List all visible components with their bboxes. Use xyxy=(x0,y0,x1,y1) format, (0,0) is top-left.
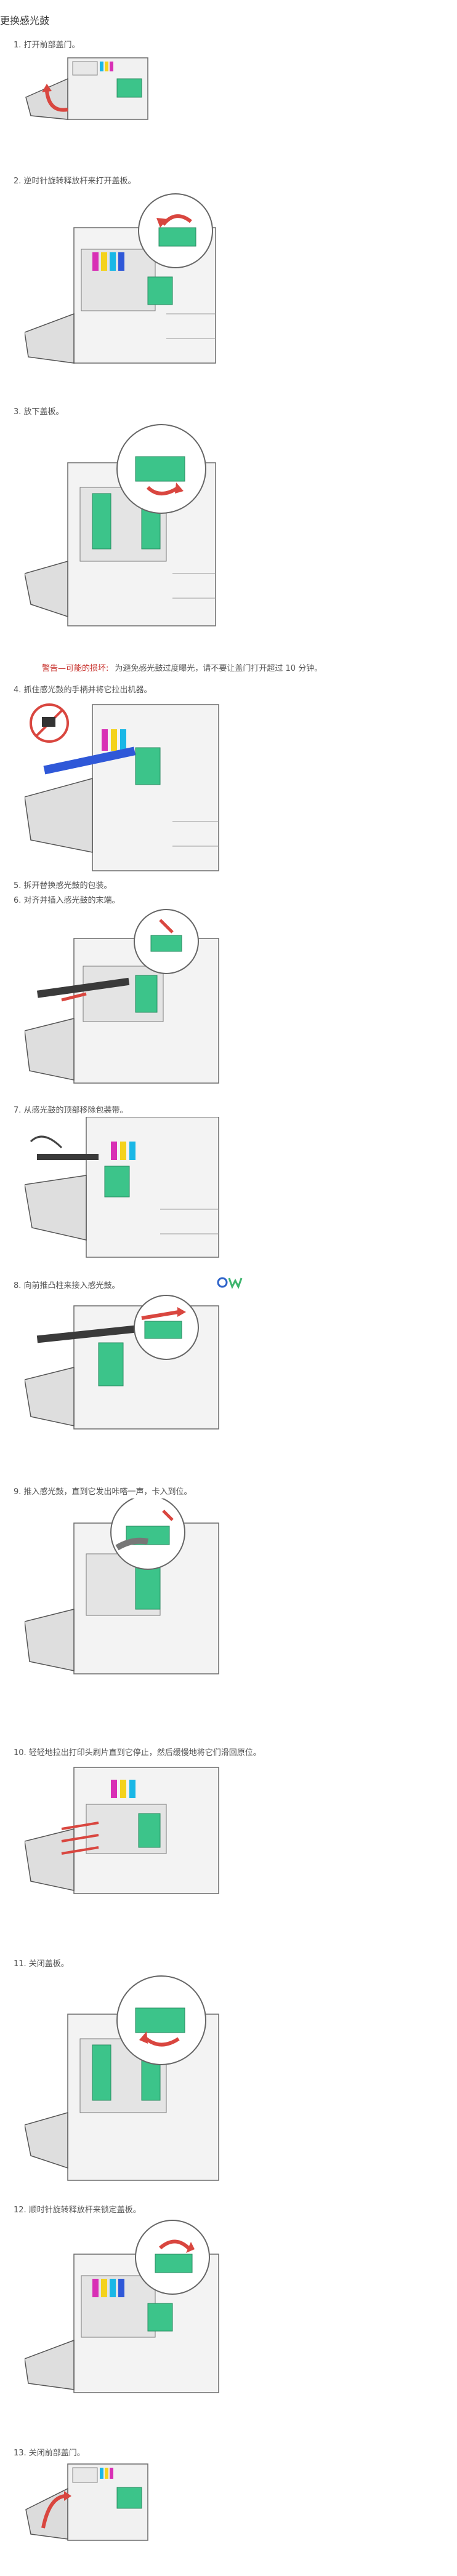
step-3-text: 3. 放下盖板。 xyxy=(14,407,64,417)
step-7-text: 7. 从感光鼓的顶部移除包装带。 xyxy=(14,1106,128,1115)
step-9-figure xyxy=(25,1498,222,1677)
page-title: 更换感光鼓 xyxy=(0,15,50,26)
step-6-text: 6. 对齐并插入感光鼓的末端。 xyxy=(14,896,120,905)
step-1-text: 1. 打开前部盖门。 xyxy=(14,41,80,50)
qw-logo xyxy=(217,1276,246,1289)
step-1-figure xyxy=(25,54,154,123)
warning-label: 警告—可能的损坏: xyxy=(42,664,109,673)
step-11-figure xyxy=(25,1971,222,2183)
step-13-figure xyxy=(25,2460,154,2543)
step-8-text: 8. 向前推凸柱来接入感光鼓。 xyxy=(14,1281,120,1290)
step-3-figure xyxy=(25,420,222,629)
step-7-figure xyxy=(25,1117,222,1258)
step-8-figure xyxy=(25,1294,222,1432)
warning-note: 警告—可能的损坏: 为避免感光鼓过度曝光，请不要让盖门打开超过 10 分钟。 xyxy=(42,662,322,673)
step-9-text: 9. 推入感光鼓，直到它发出咔嗒一声，卡入到位。 xyxy=(14,1487,192,1497)
step-4-text: 4. 抓住感光鼓的手柄并将它拉出机器。 xyxy=(14,686,152,695)
step-10-text: 10. 轻轻地拉出打印头刷片直到它停止，然后缓慢地将它们滑回原位。 xyxy=(14,1748,261,1758)
step-12-figure xyxy=(25,2217,222,2396)
step-5-text: 5. 拆开替换感光鼓的包装。 xyxy=(14,881,112,890)
step-10-figure xyxy=(25,1761,222,1897)
step-2-figure xyxy=(25,191,222,366)
warning-body: 为避免感光鼓过度曝光，请不要让盖门打开超过 10 分钟。 xyxy=(115,664,323,673)
step-4-figure xyxy=(25,698,222,874)
step-11-text: 11. 关闭盖板。 xyxy=(14,1959,69,1969)
step-2-text: 2. 逆时针旋转释放杆来打开盖板。 xyxy=(14,177,136,186)
step-12-text: 12. 顺时针旋转释放杆来锁定盖板。 xyxy=(14,2206,141,2215)
step-13-text: 13. 关闭前部盖门。 xyxy=(14,2449,85,2458)
step-6-figure xyxy=(25,908,222,1086)
